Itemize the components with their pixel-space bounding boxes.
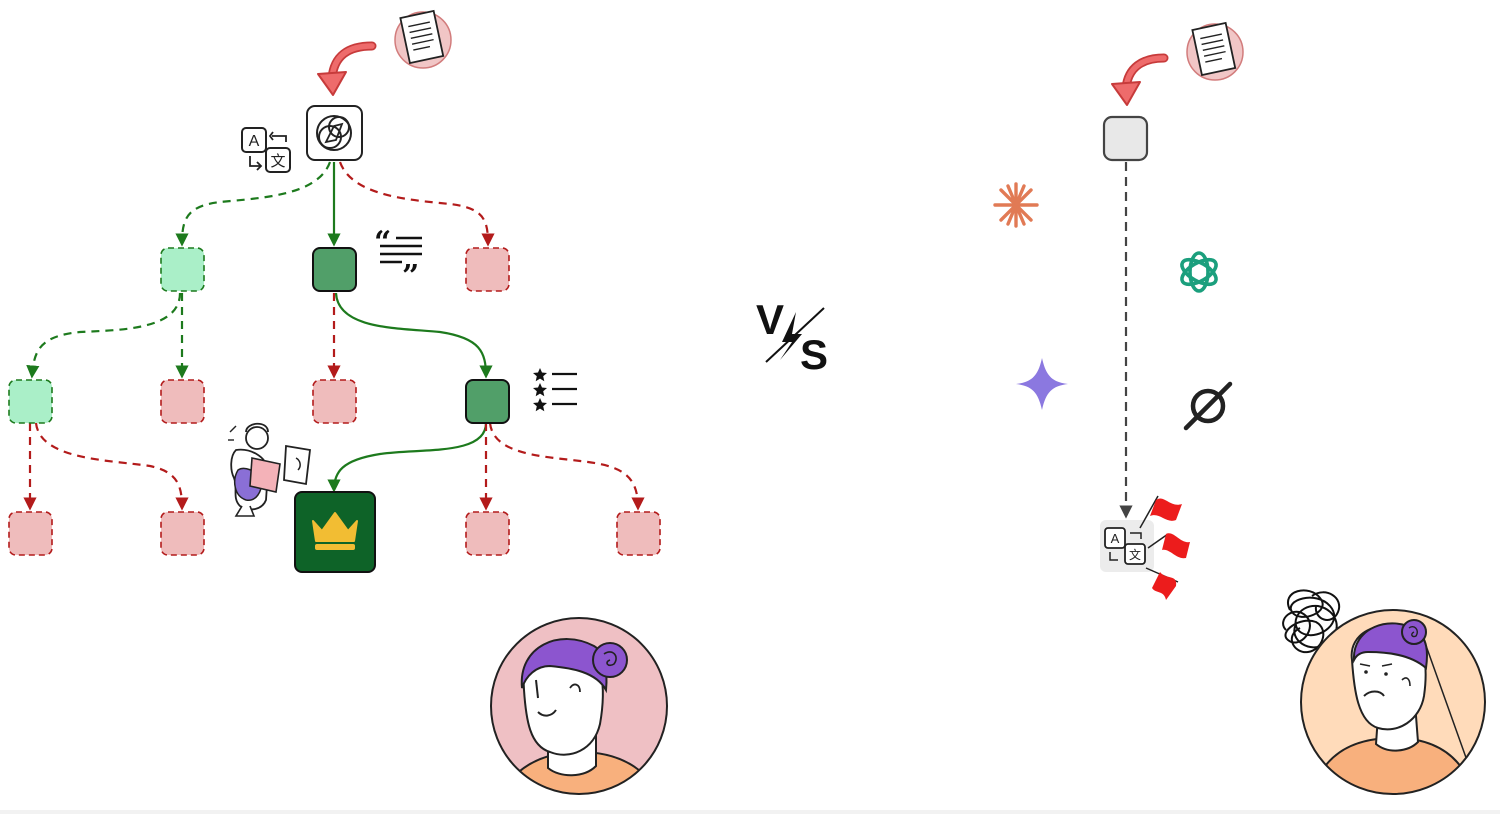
versus-icon: V S	[756, 296, 828, 378]
pruned-node	[465, 511, 510, 556]
crown-icon	[294, 491, 376, 573]
translate-icon: A 文	[241, 127, 291, 173]
pruned-node	[465, 247, 510, 292]
person-reading-icon	[228, 422, 311, 517]
svg-text:V: V	[756, 296, 784, 343]
quote-text-icon: “ ”	[374, 225, 422, 294]
openai-icon	[1180, 251, 1218, 293]
svg-text:文: 文	[270, 152, 285, 170]
pruned-node	[312, 379, 357, 424]
red-flag-icon	[1139, 495, 1182, 529]
perplexity-icon	[1183, 381, 1233, 431]
ranked-list-icon	[533, 368, 577, 412]
red-flag-icon	[1145, 567, 1179, 600]
pruned-node	[8, 511, 53, 556]
curved-arrow-icon	[317, 41, 377, 96]
svg-text:A: A	[1111, 531, 1120, 546]
happy-avatar	[490, 617, 668, 795]
svg-text:文: 文	[1129, 547, 1141, 562]
curved-arrow-icon	[1111, 53, 1169, 106]
compass-icon	[306, 105, 363, 161]
svg-text:“: “	[374, 225, 391, 260]
chosen-node	[465, 379, 510, 424]
chosen-node	[312, 247, 357, 292]
neutral-node	[1102, 115, 1149, 162]
tree-edges	[23, 161, 645, 511]
document-icon	[394, 9, 452, 69]
pruned-node	[616, 511, 661, 556]
explored-node	[8, 379, 53, 424]
claude-spark-icon	[993, 182, 1039, 228]
bottom-divider	[0, 810, 1500, 814]
pruned-node	[160, 379, 205, 424]
svg-text:S: S	[800, 331, 828, 378]
svg-text:A: A	[249, 133, 260, 150]
gemini-sparkle-icon	[1016, 358, 1068, 410]
pruned-node	[160, 511, 205, 556]
red-flag-icon	[1147, 533, 1190, 559]
translate-icon: A 文	[1100, 520, 1154, 572]
svg-text:”: ”	[402, 259, 419, 294]
document-icon	[1186, 21, 1244, 81]
explored-node	[160, 247, 205, 292]
confused-avatar	[1300, 609, 1486, 795]
